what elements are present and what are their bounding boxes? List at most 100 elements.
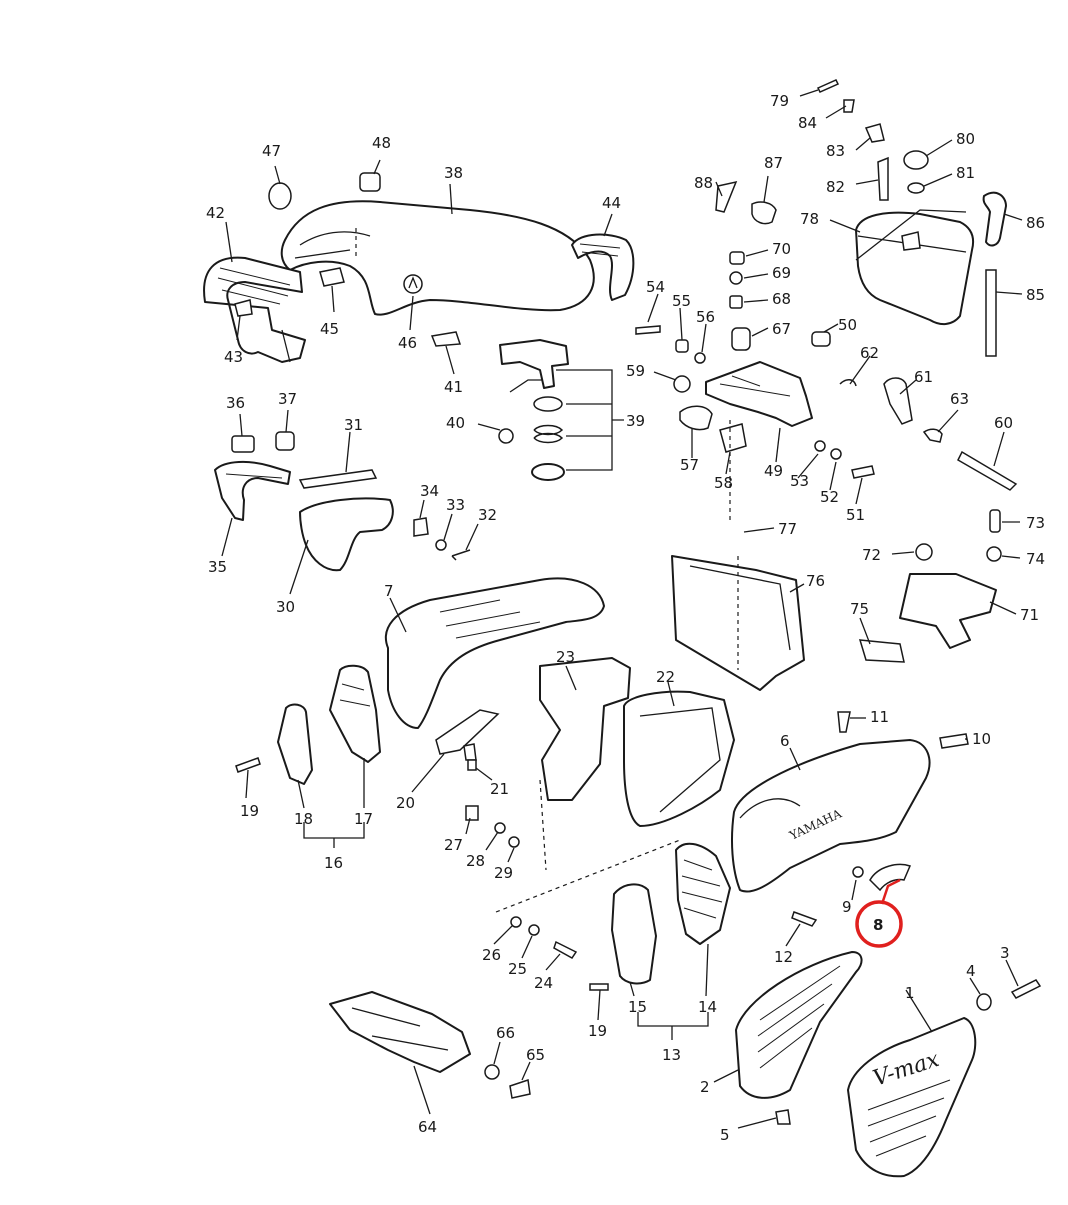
bracket-71 <box>858 509 1002 663</box>
part-label: 2 <box>700 1078 710 1096</box>
part-label: 46 <box>398 334 417 352</box>
spring-set-39 <box>498 396 565 481</box>
bracket-30 <box>299 497 394 572</box>
part-label: 70 <box>772 240 791 258</box>
tank-78 <box>855 211 975 326</box>
part-label: 82 <box>826 178 845 196</box>
part-label: 81 <box>956 164 975 182</box>
tray-76 <box>671 555 805 691</box>
part-label: 63 <box>950 390 969 408</box>
small-parts-32-34 <box>413 517 471 561</box>
part-label: 21 <box>490 780 509 798</box>
handle-44 <box>571 233 635 301</box>
part-label: 59 <box>626 362 645 380</box>
part-label: 45 <box>320 320 339 338</box>
part-label: 53 <box>790 472 809 490</box>
part-label: 32 <box>478 506 497 524</box>
part-label: 20 <box>396 794 415 812</box>
small-parts-50-59 <box>635 325 875 479</box>
assembly-lines <box>355 228 731 913</box>
part-label: 23 <box>556 648 575 666</box>
part-label: 4 <box>966 962 976 980</box>
bracket-64 <box>329 991 471 1073</box>
part-label: 66 <box>496 1024 515 1042</box>
part-label: 15 <box>628 998 647 1016</box>
part-label: 40 <box>446 414 465 432</box>
part-label: 79 <box>770 92 789 110</box>
part-label: 1 <box>905 984 915 1002</box>
part-label: 51 <box>846 506 865 524</box>
plate-23 <box>539 657 631 801</box>
part-label: 76 <box>806 572 825 590</box>
part-label: 25 <box>508 960 527 978</box>
part-label: 33 <box>446 496 465 514</box>
part-label: 56 <box>696 308 715 326</box>
part-label: 49 <box>764 462 783 480</box>
part-label: 62 <box>860 344 879 362</box>
part-label: 48 <box>372 134 391 152</box>
part-label: 83 <box>826 142 845 160</box>
part-label: 60 <box>994 414 1013 432</box>
part-label: 38 <box>444 164 463 182</box>
part-label: 18 <box>294 810 313 828</box>
part-label: 22 <box>656 668 675 686</box>
part-label: 57 <box>680 456 699 474</box>
bar-20 <box>435 709 500 761</box>
part-label: 44 <box>602 194 621 212</box>
part-label: 80 <box>956 130 975 148</box>
cover-6: YAMAHA <box>731 711 969 893</box>
part-label: 8 <box>873 916 883 934</box>
small-parts-top-left <box>234 172 462 347</box>
part-label: 31 <box>344 416 363 434</box>
part-label: 55 <box>672 292 691 310</box>
part-label: 71 <box>1020 606 1039 624</box>
part-label: 19 <box>240 802 259 820</box>
bracket-42 <box>203 256 306 363</box>
part-label: 69 <box>772 264 791 282</box>
part-label: 5 <box>720 1126 730 1144</box>
part-label: 27 <box>444 836 463 854</box>
plate-22 <box>623 690 735 827</box>
lever-35 <box>214 460 291 521</box>
base-49 <box>705 361 813 427</box>
strip-31 <box>298 469 378 489</box>
part-label: 7 <box>384 582 394 600</box>
cover-2 <box>735 951 863 1099</box>
part-label: 73 <box>1026 514 1045 532</box>
part-label: 29 <box>494 864 513 882</box>
bracket-41 <box>499 339 569 389</box>
part-label: 85 <box>1026 286 1045 304</box>
part-label: 24 <box>534 974 553 992</box>
parts-65-66 <box>484 1064 531 1099</box>
part-label: 74 <box>1026 550 1045 568</box>
fasteners <box>235 757 818 991</box>
cover-1: V-max <box>847 1017 977 1178</box>
part-label: 19 <box>588 1022 607 1040</box>
part-label: 35 <box>208 558 227 576</box>
part-label: 16 <box>324 854 343 872</box>
part-label: 84 <box>798 114 817 132</box>
housing-7 <box>384 577 605 729</box>
part-label: 87 <box>764 154 783 172</box>
part-label: 78 <box>800 210 819 228</box>
leader-lines <box>221 89 1023 1129</box>
panel-17 <box>329 664 381 763</box>
clip-36-37 <box>231 431 295 453</box>
part-label: 77 <box>778 520 797 538</box>
part-labels: 1 2 3 4 5 6 7 8 9 10 11 12 13 14 15 16 1… <box>206 92 1045 1144</box>
part-label: 50 <box>838 316 857 334</box>
part-label: 65 <box>526 1046 545 1064</box>
part-label: 54 <box>646 278 665 296</box>
part-label: 64 <box>418 1118 437 1136</box>
part-label: 37 <box>278 390 297 408</box>
part-label: 9 <box>842 898 852 916</box>
part-label: 14 <box>698 998 717 1016</box>
panel-18 <box>277 703 313 785</box>
part-label: 58 <box>714 474 733 492</box>
part-label: 68 <box>772 290 791 308</box>
part-label: 3 <box>1000 944 1010 962</box>
part-label: 30 <box>276 598 295 616</box>
part-label: 11 <box>870 708 889 726</box>
part-label: 88 <box>694 174 713 192</box>
